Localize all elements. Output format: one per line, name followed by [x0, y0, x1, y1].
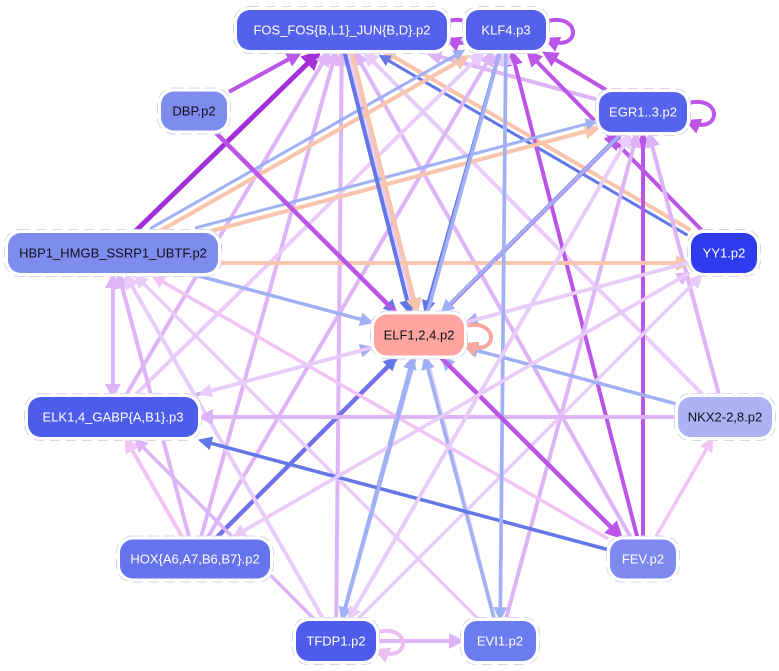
node-box[interactable]	[161, 91, 227, 131]
node-box[interactable]	[466, 10, 546, 50]
edge-egr1-klf4	[541, 51, 608, 92]
self-loop-klf4	[543, 18, 575, 52]
self-loop-egr1	[684, 100, 716, 134]
node-nkx[interactable]: NKX2-2,8.p2	[674, 393, 776, 441]
edge-hbp1-klf4	[152, 55, 470, 237]
node-box[interactable]	[691, 233, 757, 273]
edge-tfdp1-elk	[133, 438, 316, 621]
edge-dbp-fos	[228, 51, 303, 94]
node-egr1[interactable]: EGR1..3.p2	[595, 88, 691, 136]
node-label: FEV.p2	[622, 552, 664, 567]
edge-hbp1-klf4	[149, 49, 466, 230]
edge-tfdp1-fos	[333, 49, 350, 620]
node-evi1[interactable]: EVI1.p2	[460, 617, 540, 665]
node-yy1[interactable]: YY1.p2	[687, 229, 761, 277]
node-box[interactable]	[28, 397, 198, 437]
node-label: NKX2-2,8.p2	[688, 410, 762, 425]
node-label: HBP1_HMGB_SSRP1_UBTF.p2	[19, 246, 207, 261]
edge-fev-elk	[197, 436, 609, 552]
node-box[interactable]	[374, 314, 464, 356]
edge-fev-hbp1	[150, 274, 609, 541]
edge-egr1-tfdp1	[347, 133, 632, 621]
node-label: EVI1.p2	[477, 634, 523, 649]
node-label: YY1.p2	[703, 246, 746, 261]
node-box[interactable]	[8, 233, 218, 273]
node-hbp1[interactable]: HBP1_HMGB_SSRP1_UBTF.p2	[4, 229, 222, 277]
node-label: HOX{A6,A7,B6,B7}.p2	[130, 552, 259, 567]
edge-hox-elf	[215, 356, 398, 539]
edge-klf4-evi1	[493, 51, 508, 622]
edge-hox-klf4	[205, 49, 495, 539]
self-loop-tfdp1	[373, 629, 405, 663]
node-tfdp1[interactable]: TFDP1.p2	[292, 617, 380, 665]
edge-hbp1-egr1	[196, 123, 601, 237]
node-label: TFDP1.p2	[306, 634, 365, 649]
edge-evi1-elf	[421, 355, 496, 620]
edge-fos-elf	[349, 50, 422, 315]
node-label: DBP.p2	[172, 104, 215, 119]
node-label: EGR1..3.p2	[609, 105, 677, 120]
node-fos[interactable]: FOS_FOS{B,L1}_JUN{B,D}.p2	[233, 6, 451, 54]
edge-fos-elf	[342, 52, 415, 316]
node-klf4[interactable]: KLF4.p3	[462, 6, 550, 54]
self-loop-elf	[461, 323, 493, 357]
node-label: KLF4.p3	[481, 23, 530, 38]
node-hox[interactable]: HOX{A6,A7,B6,B7}.p2	[116, 535, 274, 583]
node-label: ELK1,4_GABP{A,B1}.p3	[43, 410, 184, 425]
edge-fev-nkx	[653, 437, 714, 539]
node-box[interactable]	[120, 539, 270, 579]
node-box[interactable]	[296, 621, 376, 661]
edge-fev-klf4	[507, 49, 640, 539]
edge-evi1-hbp1	[133, 274, 480, 621]
edge-fev-fos	[353, 49, 633, 539]
node-elf[interactable]: ELF1,2,4.p2	[370, 310, 468, 360]
edge-hbp1-egr1	[194, 118, 598, 230]
node-dbp[interactable]: DBP.p2	[157, 87, 231, 135]
node-box[interactable]	[599, 92, 687, 132]
node-label: FOS_FOS{B,L1}_JUN{B,D}.p2	[253, 23, 430, 38]
node-label: ELF1,2,4.p2	[384, 328, 455, 343]
node-fev[interactable]: FEV.p2	[606, 535, 680, 583]
edge-hbp1-elf	[194, 273, 375, 327]
edge-egr1-elf	[440, 132, 623, 314]
node-box[interactable]	[237, 10, 447, 50]
node-box[interactable]	[610, 539, 676, 579]
node-box[interactable]	[678, 397, 772, 437]
edge-yy1-fos	[380, 48, 692, 232]
node-elk[interactable]: ELK1,4_GABP{A,B1}.p3	[24, 393, 202, 441]
node-box[interactable]	[464, 621, 536, 661]
edge-layer	[105, 18, 722, 663]
edge-hox-elk	[124, 436, 185, 539]
edge-yy1-hox	[231, 271, 690, 538]
